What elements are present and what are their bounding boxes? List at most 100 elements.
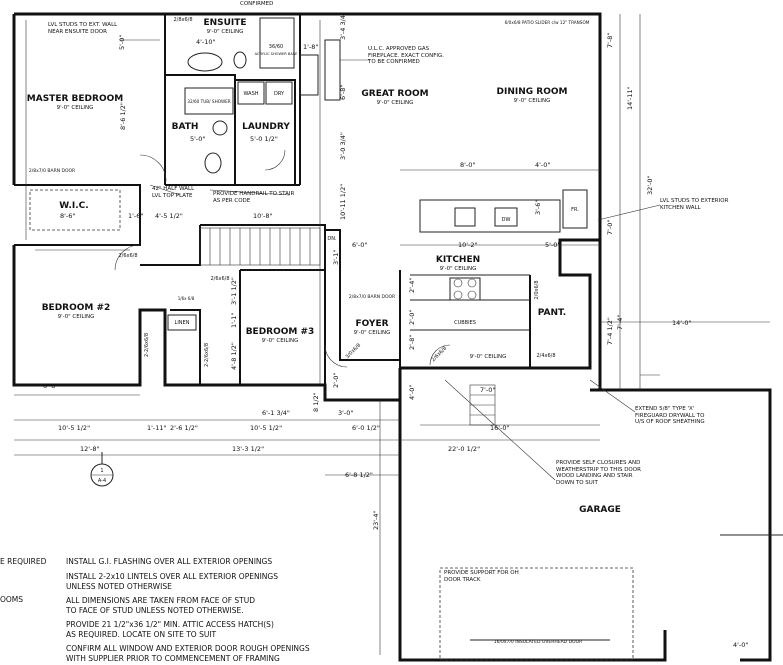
dim-label: 6'-0" (352, 241, 367, 249)
note-handrail-text: PROVIDE HANDRAIL TO STAIR AS PER CODE (213, 191, 295, 204)
dim-label: 2'-0" (408, 310, 416, 325)
tub-label: 32/60 TUB/ SHOWER (187, 99, 231, 104)
shower-base-label: ACRYLIC SHOWER BASE (255, 52, 299, 56)
shower-label: 36/60 (269, 44, 283, 50)
dishwasher-label: DW (502, 217, 511, 223)
wash-label: WASH (243, 91, 258, 97)
door-pantry: 2/0x6/8 (534, 280, 540, 299)
door-bed3: 2/6x6/8 (210, 276, 229, 282)
dim-label: 10'-8" (253, 212, 273, 220)
great-room-label: GREAT ROOM (361, 89, 428, 99)
door-hall: 2/4x6/8 (536, 353, 555, 359)
dining-room-label: DINING ROOM (497, 87, 568, 97)
dim-label: 8'-6" (60, 212, 75, 220)
stair-down-label: DN. (327, 236, 337, 242)
door-swings (114, 149, 451, 368)
note-self-closure-text: PROVIDE SELF CLOSURES AND WEATHERSTRIP T… (556, 460, 641, 486)
great-room-ceiling: 9'-0" CEILING (377, 100, 414, 106)
dim-label: 3'-0 3/4" (339, 132, 347, 160)
wic-label: W.I.C. (59, 201, 88, 211)
note-fireplace: U.L.C. APPROVED GAS FIREPLACE. EXACT CON… (368, 46, 444, 65)
dim-label: 7'-0" (480, 386, 495, 394)
dimension-labels: 4'-10" 5'-0" 1'-8" 5'-0 1/2" 5'-0" 8'-6 … (43, 12, 748, 649)
room-labels: CONFIRMED ENSUITE 9'-0" CEILING MASTER B… (27, 1, 621, 515)
dim-label: 23'-4" (372, 510, 380, 530)
exterior-walls (12, 12, 772, 662)
dim-label: 10'-5 1/2" (58, 424, 90, 432)
note-lvl-ensuite: LVL STUDS TO EXT. WALL NEAR ENSUITE DOOR (48, 22, 118, 35)
dim-label: 14'-0" (672, 319, 692, 327)
cubbies-label: CUBBIES (454, 320, 476, 326)
door-linen: 1/6x 6/8 (178, 296, 195, 301)
dim-label: 3'-4 3/4" (339, 12, 347, 40)
door-foyer-barn: 2/8x7/0 BARN DOOR (349, 294, 395, 300)
leader-lines (120, 39, 661, 481)
note-4: PROVIDE 21 1/2"x36 1/2" MIN. ATTIC ACCES… (66, 620, 274, 639)
note-fireguard: EXTEND 5/8" TYPE 'X' FIREGUARD DRYWALL T… (635, 406, 705, 425)
dimension-lines (14, 14, 783, 655)
dim-label: 3'-6" (534, 200, 542, 215)
dim-label: 7'-4" (616, 315, 624, 330)
interior-walls (14, 14, 588, 385)
door-ensuite: 2/8x6/8 (173, 17, 192, 23)
dim-label: 6'-1 3/4" (262, 409, 290, 417)
note-3: ALL DIMENSIONS ARE TAKEN FROM FACE OF ST… (66, 596, 256, 615)
dim-label: 6'-8 1/2" (345, 471, 373, 479)
dim-label: 8'-0" (460, 161, 475, 169)
hall-ceiling: 9'-0" CEILING (470, 354, 507, 360)
ensuite-ceiling: 9'-0" CEILING (207, 29, 244, 35)
kitchen-ceiling: 9'-0" CEILING (440, 266, 477, 272)
dim-label: 2'-4" (408, 278, 416, 293)
fridge-label: FR. (571, 207, 579, 213)
dim-label: 10'-5 1/2" (250, 424, 282, 432)
general-notes: E REQUIRED OOMS INSTALL G.I. FLASHING OV… (0, 553, 783, 665)
dim-label: 5'-0" (190, 135, 205, 143)
note-left-1: E REQUIRED (0, 557, 47, 566)
dim-label: 5'-0 1/2" (250, 135, 278, 143)
note-lvl-kitchen-text: LVL STUDS TO EXTERIOR KITCHEN WALL (660, 198, 729, 211)
dim-label: 2'-0" (332, 373, 340, 388)
bath-label: BATH (172, 122, 199, 132)
dim-label: 3'-1" (332, 250, 340, 265)
top-note: CONFIRMED (240, 1, 273, 7)
foyer-label: FOYER (355, 319, 388, 329)
dim-label: 2'-8" (408, 335, 416, 350)
dim-label: 4'-0" (733, 641, 748, 649)
dim-label: 1'-6" (128, 212, 143, 220)
annotations: LVL STUDS TO EXT. WALL NEAR ENSUITE DOOR… (48, 22, 729, 583)
dim-label: 22'-0 1/2" (448, 445, 480, 453)
door-closet-2: 2-2/6x6/8 (144, 333, 150, 357)
note-lvl-kitchen: LVL STUDS TO EXTERIOR KITCHEN WALL (660, 198, 729, 211)
dim-label: 8 1/2" (312, 392, 320, 412)
dim-label: 7'-0" (606, 220, 614, 235)
note-left-2: OOMS (0, 595, 24, 604)
master-bedroom-ceiling: 9'-0" CEILING (57, 105, 94, 111)
door-bed2: 2/6x6/8 (118, 253, 137, 259)
dim-label: 4'-0" (408, 385, 416, 400)
dim-label: 6'-8" (339, 85, 347, 100)
bedroom-2-ceiling: 9'-0" CEILING (58, 314, 95, 320)
dim-label: 5'-0" (545, 241, 560, 249)
section-number: 1 (100, 468, 103, 474)
note-half-wall: 42" HALF WALL LVL TOP PLATE (152, 186, 194, 199)
dim-label: 3'-1 1/2" (230, 277, 238, 305)
dim-label: 16'-0" (490, 424, 510, 432)
note-2: INSTALL 2-2x10 LINTELS OVER ALL EXTERIOR… (66, 572, 278, 591)
ensuite-label: ENSUITE (203, 18, 246, 28)
linen-label: LINEN (175, 320, 190, 326)
section-marker: 1 A-4 (90, 452, 114, 487)
dim-label: 12'-8" (80, 445, 100, 453)
dining-room-ceiling: 9'-0" CEILING (514, 98, 551, 104)
dim-label: 4'-8 1/2" (230, 342, 238, 370)
note-lvl-ensuite-text: LVL STUDS TO EXT. WALL NEAR ENSUITE DOOR (48, 22, 118, 35)
dim-label: 4'-10" (196, 38, 216, 46)
dim-label: 14'-11" (626, 86, 634, 110)
shower-line: 36/60 (269, 44, 283, 50)
dim-label: 3'-0" (338, 409, 353, 417)
dim-label: 32'-0" (646, 175, 654, 195)
dim-label: 13'-3 1/2" (232, 445, 264, 453)
door-front: 3/0x6/8 (344, 342, 362, 360)
dim-label: 6'-8" (43, 382, 58, 390)
note-door-track-text: PROVIDE SUPPORT FOR OH DOOR TRACK (444, 570, 519, 583)
